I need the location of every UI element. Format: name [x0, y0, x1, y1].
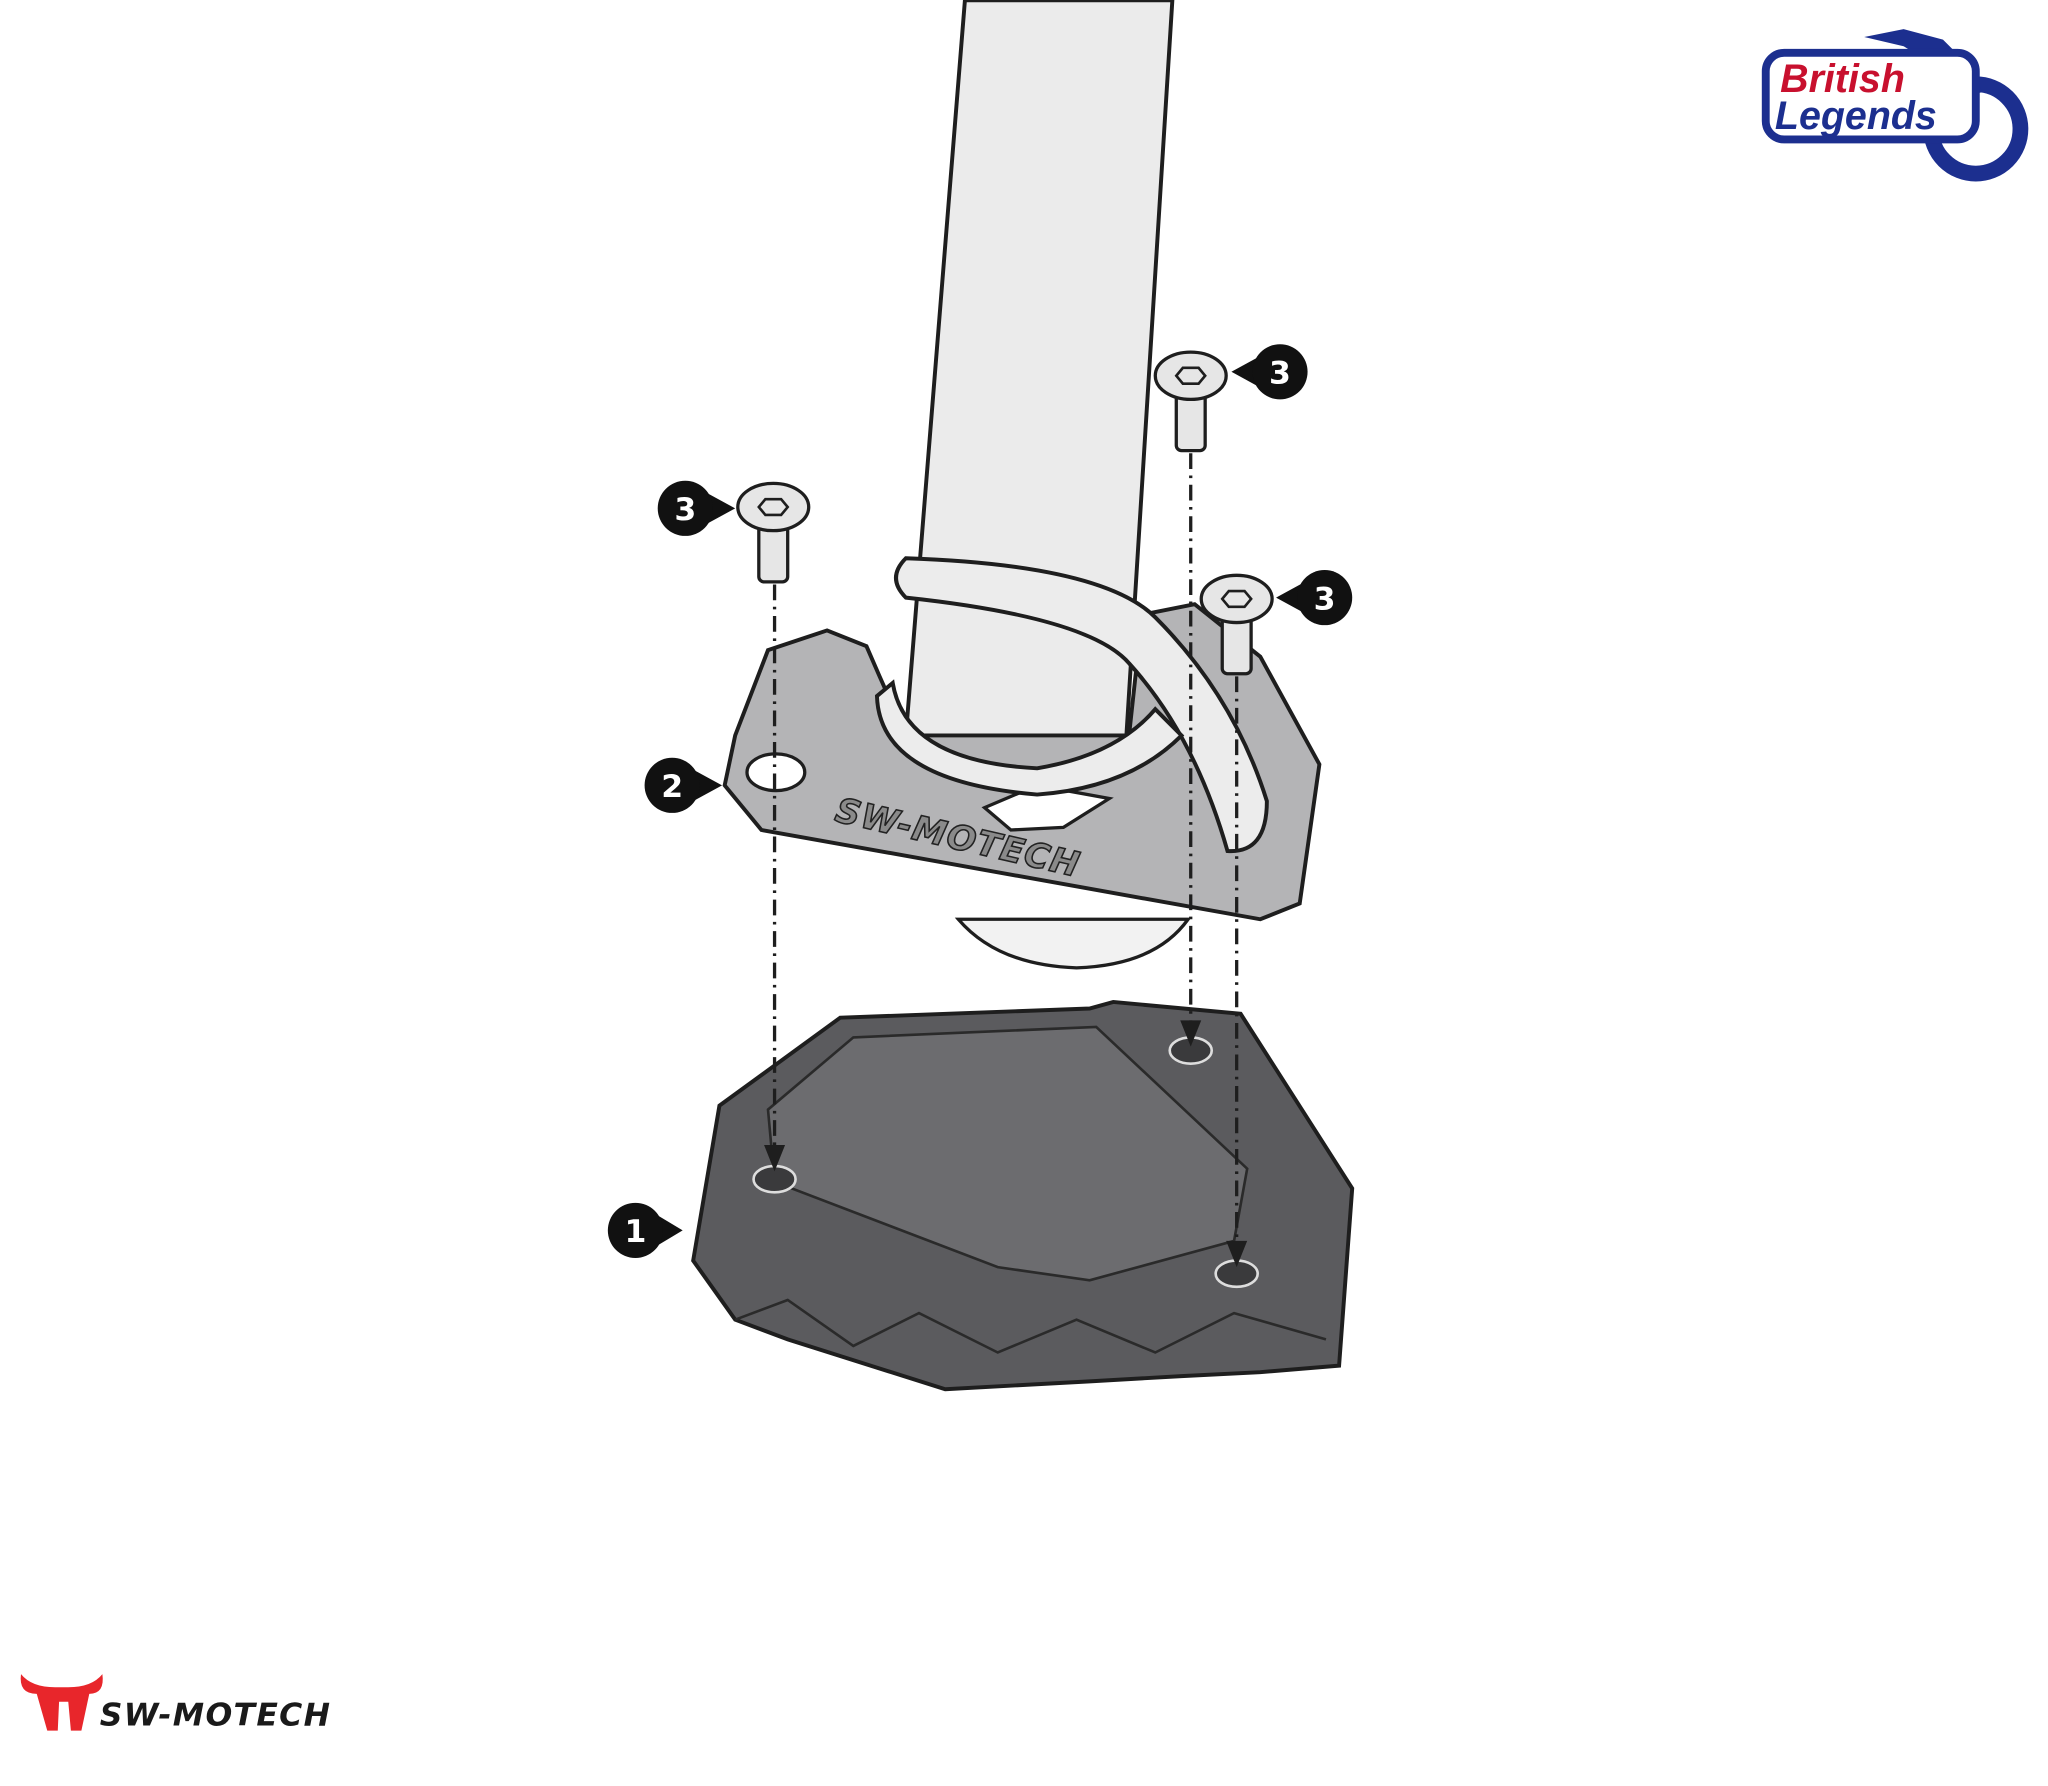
clamp-bracket: [894, 556, 1269, 853]
callout-part-2: 2: [644, 757, 723, 813]
screw-top-right: [1153, 350, 1228, 453]
british-legends-logo: British Legends: [1761, 29, 2029, 182]
guide-arrowheads: [764, 1020, 1248, 1268]
screw-left: [736, 481, 811, 584]
callout-part-1: 1: [607, 1202, 683, 1258]
sw-motech-logo: SW-MOTECH: [20, 1674, 332, 1733]
stand-base: [954, 917, 1192, 970]
svg-text:2: 2: [661, 769, 683, 805]
svg-text:British: British: [1780, 57, 1905, 101]
svg-text:3: 3: [1314, 581, 1336, 617]
svg-text:Legends: Legends: [1775, 94, 1937, 138]
screw-right: [1199, 573, 1274, 676]
svg-text:SW-MOTECH: SW-MOTECH: [100, 1697, 332, 1733]
svg-text:1: 1: [624, 1214, 646, 1250]
callout-screw-left: 3: [657, 480, 736, 536]
svg-text:3: 3: [1269, 356, 1291, 392]
callout-screw-right: 3: [1276, 570, 1353, 626]
guide-lines: [772, 453, 1239, 1255]
clamp-bracket-lower: [874, 679, 1185, 797]
svg-text:3: 3: [674, 492, 696, 528]
callout-screw-top-right: 3: [1231, 344, 1308, 400]
side-stand-foot-part-1: [691, 999, 1355, 1392]
